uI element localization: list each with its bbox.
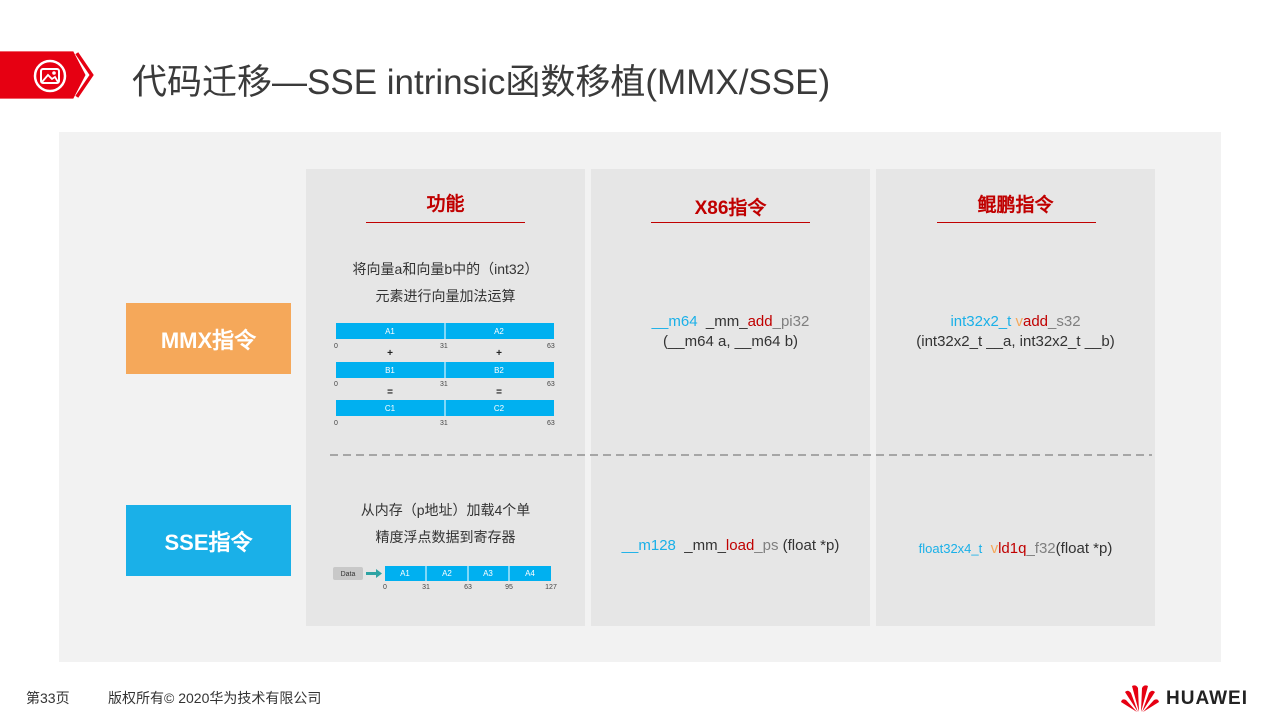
code-type: int32x2_t — [950, 313, 1012, 330]
mmx-desc-line1: 将向量a和向量b中的（int32） — [352, 261, 539, 277]
mmx-desc-line2: 元素进行向量加法运算 — [375, 288, 516, 304]
code-args: (float *p) — [778, 537, 840, 554]
sse-desc-line1: 从内存（p地址）加载4个单 — [360, 502, 531, 518]
data-label: Data — [341, 571, 356, 578]
sse-load-diagram: Data A1 A2 A3 A4 0 31 63 95 127 — [333, 566, 557, 591]
column-header-function: 功能 — [426, 194, 465, 215]
vector-cell: C1 — [385, 404, 396, 413]
vector-cell: B1 — [385, 366, 395, 375]
header-underline — [366, 222, 525, 223]
header-underline — [651, 222, 810, 223]
mmx-description: 将向量a和向量b中的（int32） 元素进行向量加法运算 — [306, 256, 585, 310]
code-type: float32x4_t — [918, 541, 983, 556]
bit-tick: 31 — [440, 420, 448, 427]
code-v: v — [990, 540, 999, 557]
mmx-vector-diagram: A1 A2 B1 B2 C1 C2 0 31 63 0 31 63 0 31 6… — [334, 323, 555, 427]
sse-kunpeng-instruction: float32x4_t vld1q_f32(float *p) — [876, 539, 1155, 559]
code-prefix: _mm_ — [684, 537, 726, 554]
code-args: (float *p) — [1055, 540, 1113, 557]
column-kunpeng — [876, 169, 1155, 626]
bit-tick: 31 — [440, 343, 448, 350]
page-title: 代码迁移—SSE intrinsic函数移植(MMX/SSE) — [132, 63, 831, 102]
bit-tick: 31 — [440, 381, 448, 388]
page-number: 第33页 — [26, 690, 70, 706]
bit-tick: 0 — [383, 584, 387, 591]
vector-cell: C2 — [494, 404, 505, 413]
image-icon — [33, 59, 67, 93]
code-suffix: _s32 — [1048, 313, 1081, 330]
bit-tick: 63 — [547, 420, 555, 427]
vector-cell: A1 — [385, 327, 395, 336]
equals-sign: = — [496, 387, 502, 398]
row-label-mmx: MMX指令 — [126, 303, 291, 374]
code-suffix: _f32 — [1026, 540, 1056, 557]
code-suffix: _ps — [754, 537, 779, 554]
vector-cell: A2 — [442, 569, 452, 578]
row-label-sse: SSE指令 — [126, 505, 291, 576]
column-header-kunpeng: 鲲鹏指令 — [977, 195, 1054, 216]
plus-sign: + — [496, 348, 502, 359]
code-type: __m64 — [651, 313, 698, 330]
code-op: add — [1023, 313, 1049, 330]
header-underline — [937, 222, 1096, 223]
bit-tick: 63 — [547, 381, 555, 388]
vector-cell: B2 — [494, 366, 504, 375]
bit-tick: 95 — [505, 584, 513, 591]
vector-cell: A2 — [494, 327, 504, 336]
bit-tick: 0 — [334, 381, 338, 388]
copyright: 版权所有© 2020华为技术有限公司 — [108, 690, 322, 706]
huawei-logo-icon — [1121, 685, 1159, 712]
column-x86 — [591, 169, 870, 626]
code-op: ld1q — [998, 540, 1027, 557]
code-op: add — [747, 313, 773, 330]
code-type: __m128 — [621, 537, 676, 554]
plus-sign: + — [387, 348, 393, 359]
arrow-icon — [366, 569, 382, 578]
code-args: (int32x2_t __a, int32x2_t __b) — [916, 333, 1115, 350]
bit-tick: 63 — [464, 584, 472, 591]
bit-tick: 31 — [422, 584, 430, 591]
mmx-kunpeng-instruction: int32x2_t vadd_s32 (int32x2_t __a, int32… — [876, 312, 1155, 352]
code-v: v — [1015, 313, 1024, 330]
sse-description: 从内存（p地址）加载4个单 精度浮点数据到寄存器 — [306, 497, 585, 551]
bit-tick: 127 — [545, 584, 557, 591]
code-prefix: _mm_ — [705, 313, 748, 330]
column-function — [306, 169, 585, 626]
title-banner — [0, 51, 94, 99]
column-header-x86: X86指令 — [694, 198, 767, 219]
sse-x86-instruction: __m128 _mm_load_ps (float *p) — [591, 536, 870, 556]
vector-cell: A3 — [483, 569, 493, 578]
sse-desc-line2: 精度浮点数据到寄存器 — [375, 529, 516, 545]
bit-tick: 0 — [334, 343, 338, 350]
code-suffix: _pi32 — [772, 313, 810, 330]
vector-cell: A1 — [400, 569, 410, 578]
row-divider — [330, 454, 1152, 456]
code-args: (__m64 a, __m64 b) — [662, 333, 799, 350]
vector-cell: A4 — [525, 569, 535, 578]
equals-sign: = — [387, 387, 393, 398]
mmx-x86-instruction: __m64 _mm_add_pi32 (__m64 a, __m64 b) — [591, 312, 870, 352]
huawei-wordmark: HUAWEI — [1166, 688, 1248, 709]
bit-tick: 63 — [547, 343, 555, 350]
code-op: load — [725, 537, 755, 554]
bit-tick: 0 — [334, 420, 338, 427]
